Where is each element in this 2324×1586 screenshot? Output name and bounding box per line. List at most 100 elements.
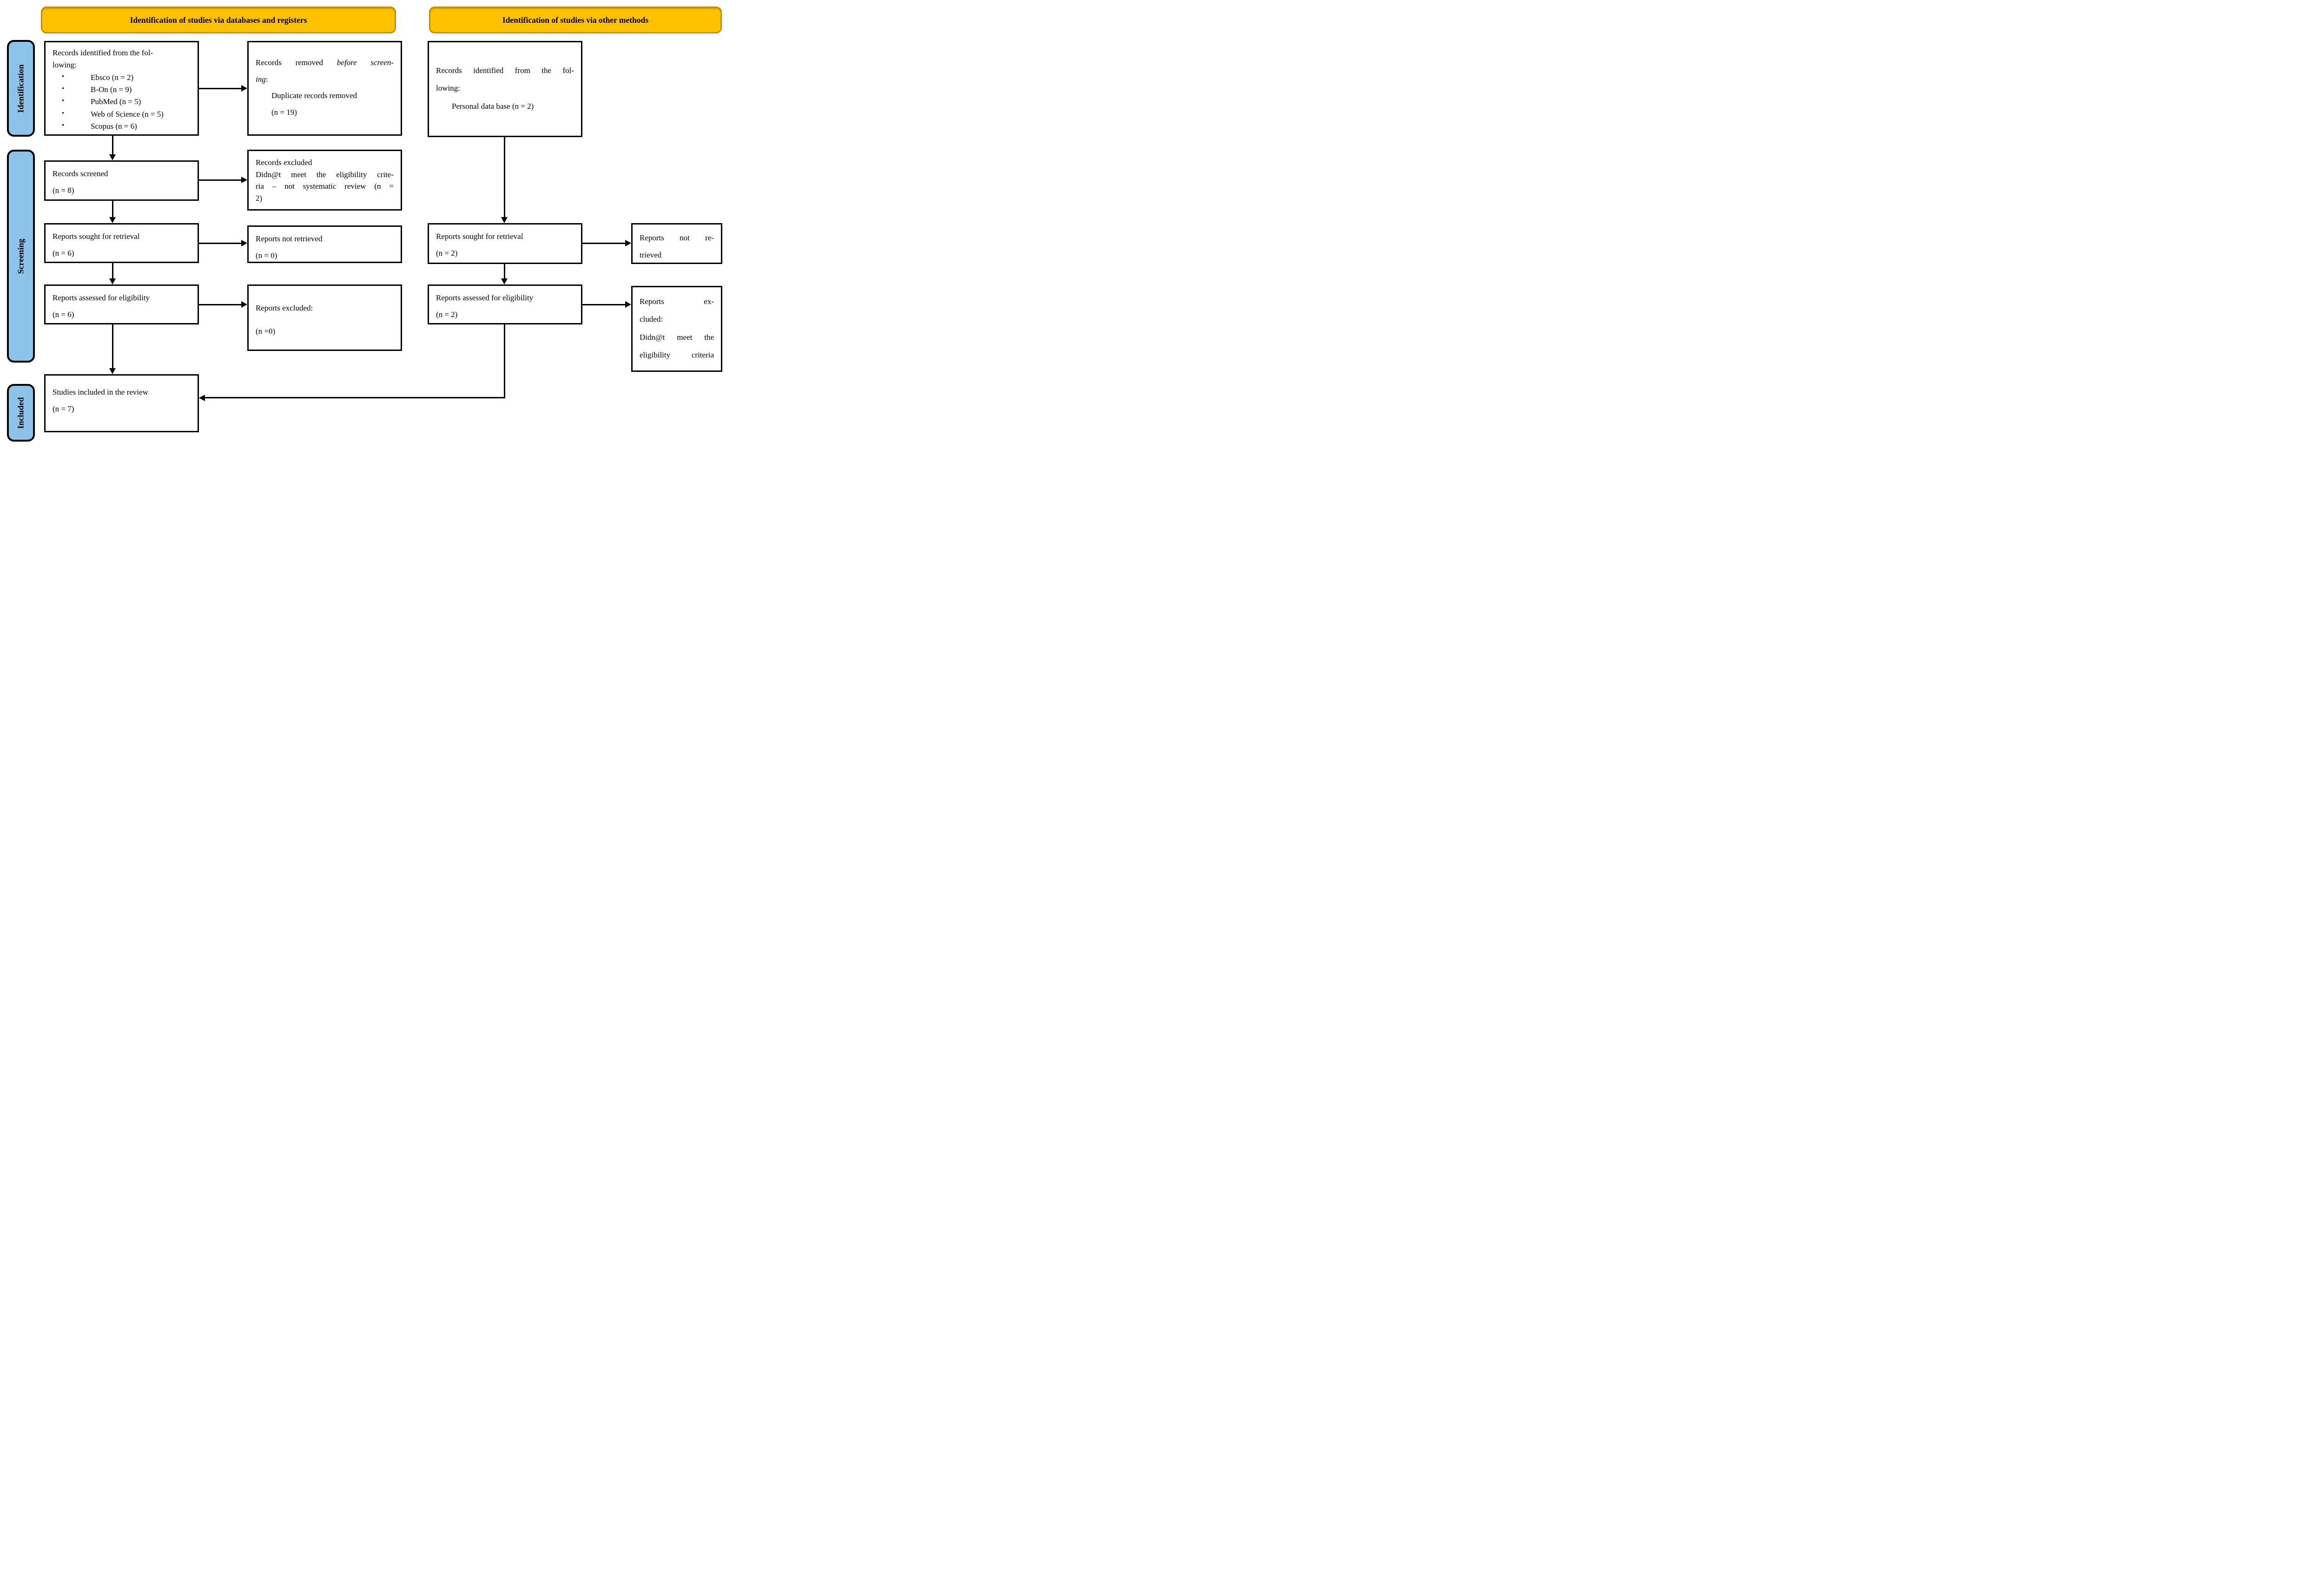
bullet-row: • Scopus (n = 6) bbox=[53, 120, 191, 132]
count-line: (n = 2) bbox=[436, 310, 458, 319]
text-segment-italic: ing bbox=[256, 74, 266, 84]
arrow-assessed-other-to-included-hline bbox=[205, 397, 505, 398]
phase-screening: Screening bbox=[7, 150, 35, 363]
phase-included-label: Included bbox=[16, 396, 26, 429]
arrow-identified-other-to-sought-head bbox=[501, 217, 508, 223]
arrow-sought-to-notretrieved-head bbox=[241, 240, 247, 246]
arrow-assessed-to-included-head bbox=[109, 368, 116, 374]
text-line: Reports excluded: bbox=[256, 304, 313, 312]
bullet-text: Scopus (n = 6) bbox=[91, 122, 137, 131]
text-segment: : bbox=[265, 74, 268, 84]
text-line: Personal data base (n = 2) bbox=[452, 101, 534, 111]
arrow-assessed-to-excluded-line bbox=[199, 304, 241, 305]
bullet-row: • Ebsco (n = 2) bbox=[53, 72, 191, 84]
text-line: lowing: bbox=[436, 84, 460, 93]
banner-other-methods: Identification of studies via other meth… bbox=[429, 7, 722, 33]
box-records-screened: Records screened (n = 8) bbox=[44, 160, 199, 201]
count-line: (n = 2) bbox=[436, 248, 458, 258]
box-reports-sought-other: Reports sought for retrieval (n = 2) bbox=[428, 223, 582, 264]
text-line: Records screened bbox=[53, 169, 108, 178]
arrow-identified-to-screened-line bbox=[112, 136, 113, 154]
text-line: lowing: bbox=[53, 60, 77, 70]
box-records-identified-databases: Records identified from the fol- lowing:… bbox=[44, 41, 199, 136]
text-line: 2) bbox=[256, 193, 263, 203]
box-reports-not-retrieved-other: Reports not re- trieved bbox=[631, 223, 722, 264]
arrow-sought-to-assessed-head bbox=[109, 278, 116, 284]
text-segment-italic: before screen- bbox=[337, 58, 394, 67]
text-line: Records removed before screen- bbox=[256, 54, 394, 71]
arrow-sought-to-notretrieved-line bbox=[199, 243, 241, 244]
text-line: Reports assessed for eligibility bbox=[436, 293, 534, 302]
count-line: (n = 7) bbox=[53, 404, 74, 413]
bullet-text: Ebsco (n = 2) bbox=[91, 73, 134, 82]
text-line: trieved bbox=[640, 251, 662, 260]
arrow-sought-other-to-assessed-line bbox=[504, 264, 505, 278]
text-line: ing: bbox=[256, 71, 394, 88]
text-line: Reports sought for retrieval bbox=[53, 232, 140, 241]
box-records-excluded: Records excluded Didn@t meet the eligibi… bbox=[247, 150, 402, 211]
arrow-assessed-to-included-line bbox=[112, 324, 113, 368]
box-reports-not-retrieved-databases: Reports not retrieved (n = 0) bbox=[247, 225, 402, 263]
arrow-assessed-other-to-included-head bbox=[199, 395, 205, 401]
arrow-identified-to-removed-line bbox=[199, 88, 241, 89]
arrow-identified-other-to-sought-line bbox=[504, 137, 505, 217]
bullet-icon: • bbox=[62, 97, 65, 105]
text-line: Reports not re- bbox=[640, 233, 714, 242]
bullet-row: • PubMed (n = 5) bbox=[53, 96, 191, 108]
bullet-text: PubMed (n = 5) bbox=[91, 97, 141, 106]
text-segment: Records removed bbox=[256, 58, 337, 67]
text-line: Duplicate records removed bbox=[271, 91, 357, 100]
bullet-icon: • bbox=[62, 122, 65, 130]
phase-identification-label: Identification bbox=[16, 64, 26, 113]
box-records-identified-other: Records identified from the fol- lowing:… bbox=[428, 41, 582, 137]
arrow-identified-to-removed-head bbox=[241, 85, 247, 92]
count-line: (n = 6) bbox=[53, 248, 74, 258]
arrow-screened-to-sought-line bbox=[112, 201, 113, 217]
arrow-sought-to-assessed-line bbox=[112, 263, 113, 278]
text-line: Reports not retrieved bbox=[256, 234, 323, 243]
bullet-row: • B-On (n = 9) bbox=[53, 84, 191, 96]
bullet-icon: • bbox=[62, 85, 65, 93]
text-line: eligibility criteria bbox=[640, 350, 714, 359]
bullet-icon: • bbox=[62, 109, 65, 117]
arrow-sought-other-to-notretrieved-head bbox=[625, 240, 631, 246]
phase-identification: Identification bbox=[7, 40, 35, 137]
text-line: Studies included in the review bbox=[53, 388, 148, 396]
text-line: cluded: bbox=[640, 315, 663, 324]
count-line: (n =0) bbox=[256, 326, 276, 336]
arrow-screened-to-sought-head bbox=[109, 217, 116, 223]
bullet-text: Web of Science (n = 5) bbox=[91, 109, 164, 119]
arrow-assessed-other-to-excluded-line bbox=[582, 304, 625, 305]
text-line: Records identified from the fol- bbox=[436, 66, 574, 75]
prisma-flow-diagram: Identification of studies via databases … bbox=[0, 0, 729, 445]
box-reports-excluded-databases: Reports excluded: (n =0) bbox=[247, 284, 402, 351]
banner-databases-registers-label: Identification of studies via databases … bbox=[130, 15, 307, 25]
arrow-sought-other-to-notretrieved-line bbox=[582, 243, 625, 244]
count-line: (n = 8) bbox=[53, 185, 74, 195]
count-line: (n = 6) bbox=[53, 310, 74, 319]
arrow-screened-to-excluded-head bbox=[241, 177, 247, 183]
text-line: Records identified from the fol- bbox=[53, 48, 153, 57]
banner-other-methods-label: Identification of studies via other meth… bbox=[502, 15, 649, 25]
bullet-icon: • bbox=[62, 73, 65, 80]
arrow-assessed-other-to-included-vline bbox=[504, 324, 505, 398]
text-line: Didn@t meet the bbox=[640, 332, 714, 342]
arrow-sought-other-to-assessed-head bbox=[501, 278, 508, 284]
arrow-assessed-other-to-excluded-head bbox=[625, 301, 631, 308]
text-line: ria – not systematic review (n = bbox=[256, 182, 394, 191]
box-reports-sought-databases: Reports sought for retrieval (n = 6) bbox=[44, 223, 199, 263]
phase-screening-label: Screening bbox=[16, 238, 26, 274]
text-line: Reports assessed for eligibility bbox=[53, 293, 150, 302]
box-studies-included: Studies included in the review (n = 7) bbox=[44, 374, 199, 432]
box-reports-excluded-other: Reports ex- cluded: Didn@t meet the elig… bbox=[631, 286, 722, 372]
count-line: (n = 0) bbox=[256, 251, 277, 260]
count-line: (n = 19) bbox=[271, 108, 297, 117]
arrow-identified-to-screened-head bbox=[109, 154, 116, 160]
bullet-row: • Web of Science (n = 5) bbox=[53, 108, 191, 120]
text-line: Reports ex- bbox=[640, 297, 714, 306]
arrow-screened-to-excluded-line bbox=[199, 179, 241, 181]
text-line: Reports sought for retrieval bbox=[436, 232, 523, 241]
phase-included: Included bbox=[7, 384, 35, 442]
bullet-text: B-On (n = 9) bbox=[91, 85, 132, 94]
text-line: Records excluded bbox=[256, 158, 312, 167]
